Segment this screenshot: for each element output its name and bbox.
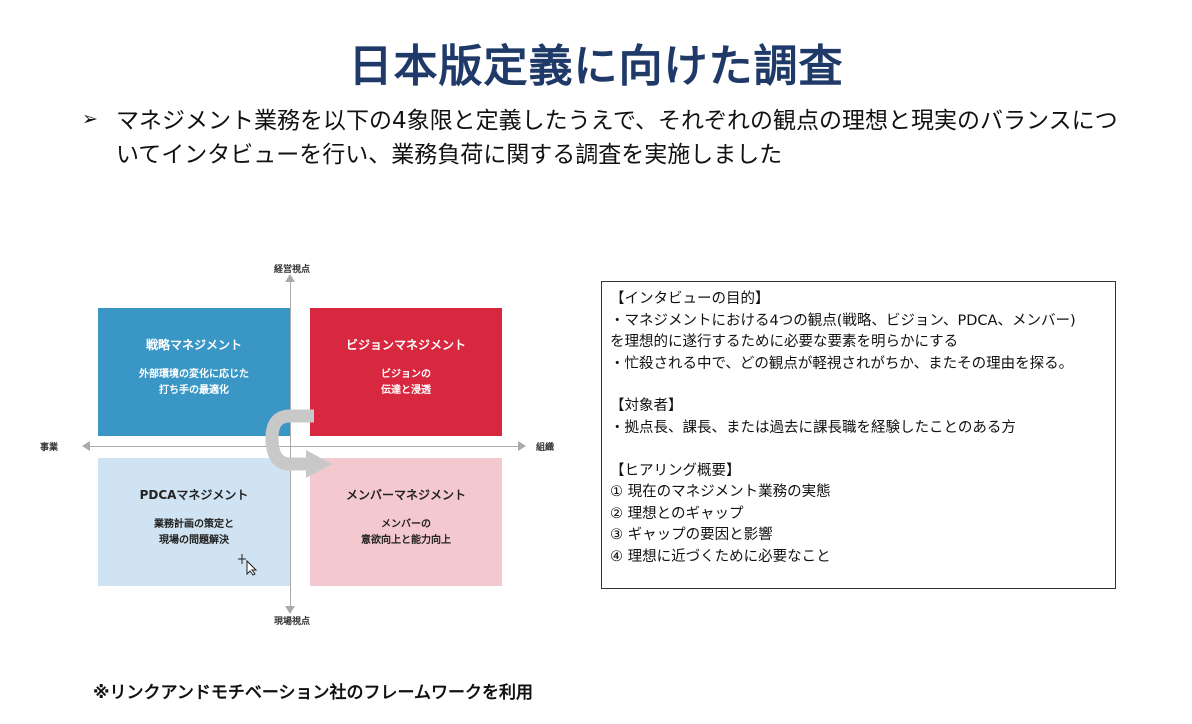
intro-text: マネジメント業務を以下の4象限と定義したうえで、それぞれの観点の理想と現実のバラ… xyxy=(116,108,1118,168)
quadrant-title: メンバーマネジメント xyxy=(345,487,466,502)
info-line: を理想的に遂行するために必要な要素を明らかにする xyxy=(610,334,959,351)
info-line: ④ 理想に近づくために必要なこと xyxy=(610,548,831,565)
axis-label-left: 事業 xyxy=(40,443,59,453)
axis-label-bottom: 現場視点 xyxy=(274,617,311,627)
cursor-icon xyxy=(238,554,258,576)
info-line: ・拠点長、課長、または過去に課長職を経験したことのある方 xyxy=(610,419,1016,436)
quadrant-title: PDCAマネジメント xyxy=(139,487,249,502)
axis-label-right: 組織 xyxy=(536,443,555,453)
interview-info-box: 【インタビューの目的】 ・マネジメントにおける4つの観点(戦略、ビジョン、PDC… xyxy=(601,281,1116,589)
slide-title: 日本版定義に向けた調査 xyxy=(348,41,844,92)
info-line: 【ヒアリング概要】 xyxy=(610,462,741,479)
info-line: 【対象者】 xyxy=(610,398,683,415)
axis-arrow-up-icon xyxy=(285,274,295,282)
quadrant-vision: ビジョンマネジメント ビジョンの 伝達と浸透 xyxy=(310,308,502,436)
quadrant-desc: 業務計画の策定と 現場の問題解決 xyxy=(154,518,234,546)
info-line: ② 理想とのギャップ xyxy=(610,505,744,522)
info-line: ・マネジメントにおける4つの観点(戦略、ビジョン、PDCA、メンバー) xyxy=(610,312,1076,329)
quadrant-title: ビジョンマネジメント xyxy=(345,337,466,352)
quadrant-title: 戦略マネジメント xyxy=(145,337,242,352)
quadrant-strategy: 戦略マネジメント 外部環境の変化に応じた 打ち手の最適化 xyxy=(98,308,290,436)
vertical-axis xyxy=(290,280,291,608)
quadrant-diagram: 経営視点 現場視点 事業 組織 戦略マネジメント 外部環境の変化に応じた 打ち手… xyxy=(40,262,570,637)
info-line: ・忙殺される中で、どの観点が軽視されがちか、またその理由を探る。 xyxy=(610,355,1074,372)
axis-arrow-left-icon xyxy=(82,441,90,451)
cycle-arrow-icon xyxy=(265,409,332,478)
quadrant-member: メンバーマネジメント メンバーの 意欲向上と能力向上 xyxy=(310,458,502,586)
bullet-arrow-icon: ➢ xyxy=(82,108,98,130)
quadrant-desc: ビジョンの 伝達と浸透 xyxy=(381,368,431,396)
quadrant-desc: 外部環境の変化に応じた 打ち手の最適化 xyxy=(139,368,249,396)
info-line: 【インタビューの目的】 xyxy=(610,291,770,307)
info-line: ① 現在のマネジメント業務の実態 xyxy=(610,484,831,501)
info-section-target: 【対象者】 ・拠点長、課長、または過去に課長職を経験したことのある方 xyxy=(610,396,1107,439)
footnote: ※リンクアンドモチベーション社のフレームワークを利用 xyxy=(93,683,533,703)
axis-label-top: 経営視点 xyxy=(274,265,311,275)
quadrant-desc: メンバーの 意欲向上と能力向上 xyxy=(361,518,451,546)
axis-arrow-down-icon xyxy=(285,606,295,614)
horizontal-axis xyxy=(88,446,520,447)
info-section-purpose: 【インタビューの目的】 ・マネジメントにおける4つの観点(戦略、ビジョン、PDC… xyxy=(610,289,1107,375)
quadrant-pdca: PDCAマネジメント 業務計画の策定と 現場の問題解決 xyxy=(98,458,290,586)
info-line: ③ ギャップの要因と影響 xyxy=(610,527,773,544)
info-section-hearing: 【ヒアリング概要】 ① 現在のマネジメント業務の実態 ② 理想とのギャップ ③ … xyxy=(610,461,1107,569)
axis-arrow-right-icon xyxy=(518,441,526,451)
intro-bullet: ➢ マネジメント業務を以下の4象限と定義したうえで、それぞれの観点の理想と現実の… xyxy=(82,104,1122,172)
